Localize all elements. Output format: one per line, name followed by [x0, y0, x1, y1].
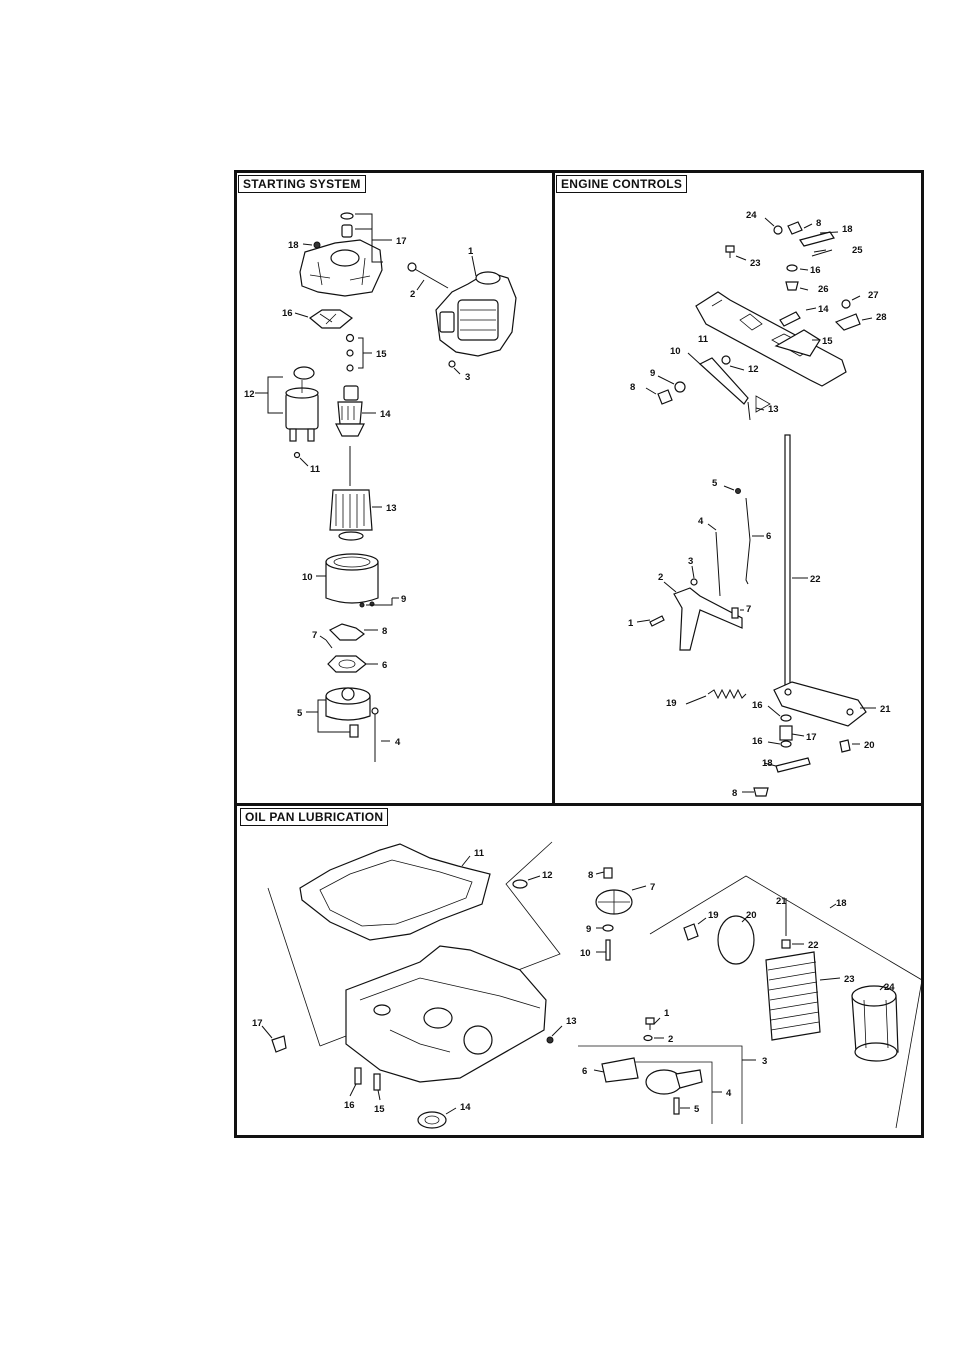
op-callout-10: 10	[580, 948, 591, 959]
ss-callout-13: 13	[386, 503, 397, 514]
ec-callout-12: 12	[748, 364, 759, 375]
oil-pan-gasket	[300, 844, 490, 940]
op-callout-17: 17	[252, 1018, 263, 1029]
ec-callout-23: 23	[750, 258, 761, 269]
ss-callout-15: 15	[376, 349, 387, 360]
ec-callout-13: 13	[768, 404, 779, 415]
ec-callout-8b: 8	[630, 382, 635, 393]
op-callout-24: 24	[884, 982, 895, 993]
ss-callout-7: 7	[312, 630, 317, 641]
ss-callout-14: 14	[380, 409, 391, 420]
drive-pinion	[336, 386, 364, 436]
drive-end-cap-assembly	[300, 213, 382, 296]
ec-callout-10: 10	[670, 346, 681, 357]
ec-callout-22: 22	[810, 574, 821, 585]
solenoid	[286, 367, 318, 441]
ss-callout-12: 12	[244, 389, 255, 400]
starting-system-parts: 1 2 3 4 5 6 7 8 9 10 11 12 13 14 15 16 1…	[244, 213, 516, 762]
op-callout-5: 5	[694, 1104, 700, 1115]
ec-callout-18: 18	[842, 224, 853, 235]
ec-callout-15: 15	[822, 336, 833, 347]
ss-callout-3: 3	[465, 372, 470, 383]
ec-callout-6: 6	[766, 531, 771, 542]
ec-callout-1: 1	[628, 618, 634, 629]
op-callout-2: 2	[668, 1034, 673, 1045]
ec-callout-8: 8	[816, 218, 821, 229]
ec-callout-24: 24	[746, 210, 757, 221]
engine-controls-parts: 1 2 3 4 5 6 7 8 9 10 11 12 13 14 15 16 1…	[628, 210, 891, 799]
ec-callout-16c: 16	[752, 736, 763, 747]
ec-callout-3: 3	[688, 556, 693, 567]
op-callout-13: 13	[566, 1016, 577, 1027]
op-callout-16: 16	[344, 1100, 355, 1111]
oil-cooler	[766, 952, 820, 1040]
op-callout-15: 15	[374, 1104, 385, 1115]
oil-pan-lubrication-parts: 1 2 3 4 5 6 7 8 9 10 11 12 13 14 15 16 1…	[252, 842, 922, 1128]
ss-callout-8: 8	[382, 626, 387, 637]
op-callout-23: 23	[844, 974, 855, 985]
ec-callout-7: 7	[746, 604, 751, 615]
ss-callout-1: 1	[468, 246, 474, 257]
op-callout-18: 18	[836, 898, 847, 909]
op-callout-14: 14	[460, 1102, 471, 1113]
op-callout-11: 11	[474, 848, 485, 859]
throttle-lever	[700, 358, 748, 404]
ss-callout-11: 11	[310, 464, 321, 475]
ss-callout-17: 17	[396, 236, 407, 247]
ec-callout-28: 28	[876, 312, 887, 323]
ss-callout-6: 6	[382, 660, 387, 671]
op-callout-12: 12	[542, 870, 553, 881]
ec-callout-25: 25	[852, 245, 863, 256]
ec-callout-11: 11	[698, 334, 709, 345]
ss-callout-4: 4	[395, 737, 401, 748]
ec-callout-4: 4	[698, 516, 704, 527]
ss-callout-18: 18	[288, 240, 299, 251]
op-callout-20: 20	[746, 910, 757, 921]
ec-callout-26: 26	[818, 284, 829, 295]
op-callout-6: 6	[582, 1066, 587, 1077]
ec-callout-9: 9	[650, 368, 655, 379]
op-callout-21: 21	[776, 896, 787, 907]
ec-callout-21: 21	[880, 704, 891, 715]
op-callout-8: 8	[588, 870, 593, 881]
op-callout-9: 9	[586, 924, 591, 935]
commutator-end-cap	[326, 688, 370, 737]
ss-callout-2: 2	[410, 289, 415, 300]
ss-callout-9: 9	[401, 594, 406, 605]
ec-callout-16b: 16	[752, 700, 763, 711]
op-callout-3: 3	[762, 1056, 767, 1067]
ec-callout-8c: 8	[732, 788, 737, 799]
ec-callout-5: 5	[712, 478, 718, 489]
ec-callout-17: 17	[806, 732, 817, 743]
ec-callout-27: 27	[868, 290, 879, 301]
starter-motor-assembly	[436, 272, 516, 356]
ss-callout-16: 16	[282, 308, 293, 319]
oil-pan	[346, 946, 546, 1082]
ec-callout-2: 2	[658, 572, 663, 583]
op-callout-7: 7	[650, 882, 655, 893]
op-callout-4: 4	[726, 1088, 732, 1099]
oil-filter	[852, 986, 898, 1061]
ec-callout-14: 14	[818, 304, 829, 315]
op-callout-22: 22	[808, 940, 819, 951]
ec-callout-16: 16	[810, 265, 821, 276]
op-callout-1: 1	[664, 1008, 670, 1019]
ec-callout-19: 19	[666, 698, 677, 709]
armature	[330, 446, 372, 540]
ec-callout-18b: 18	[762, 758, 773, 769]
op-callout-19: 19	[708, 910, 719, 921]
ss-callout-10: 10	[302, 572, 313, 583]
governor-lever	[674, 588, 742, 650]
ss-callout-5: 5	[297, 708, 303, 719]
governor-shaft	[785, 435, 790, 685]
ec-callout-20: 20	[864, 740, 875, 751]
field-frame	[326, 554, 378, 607]
